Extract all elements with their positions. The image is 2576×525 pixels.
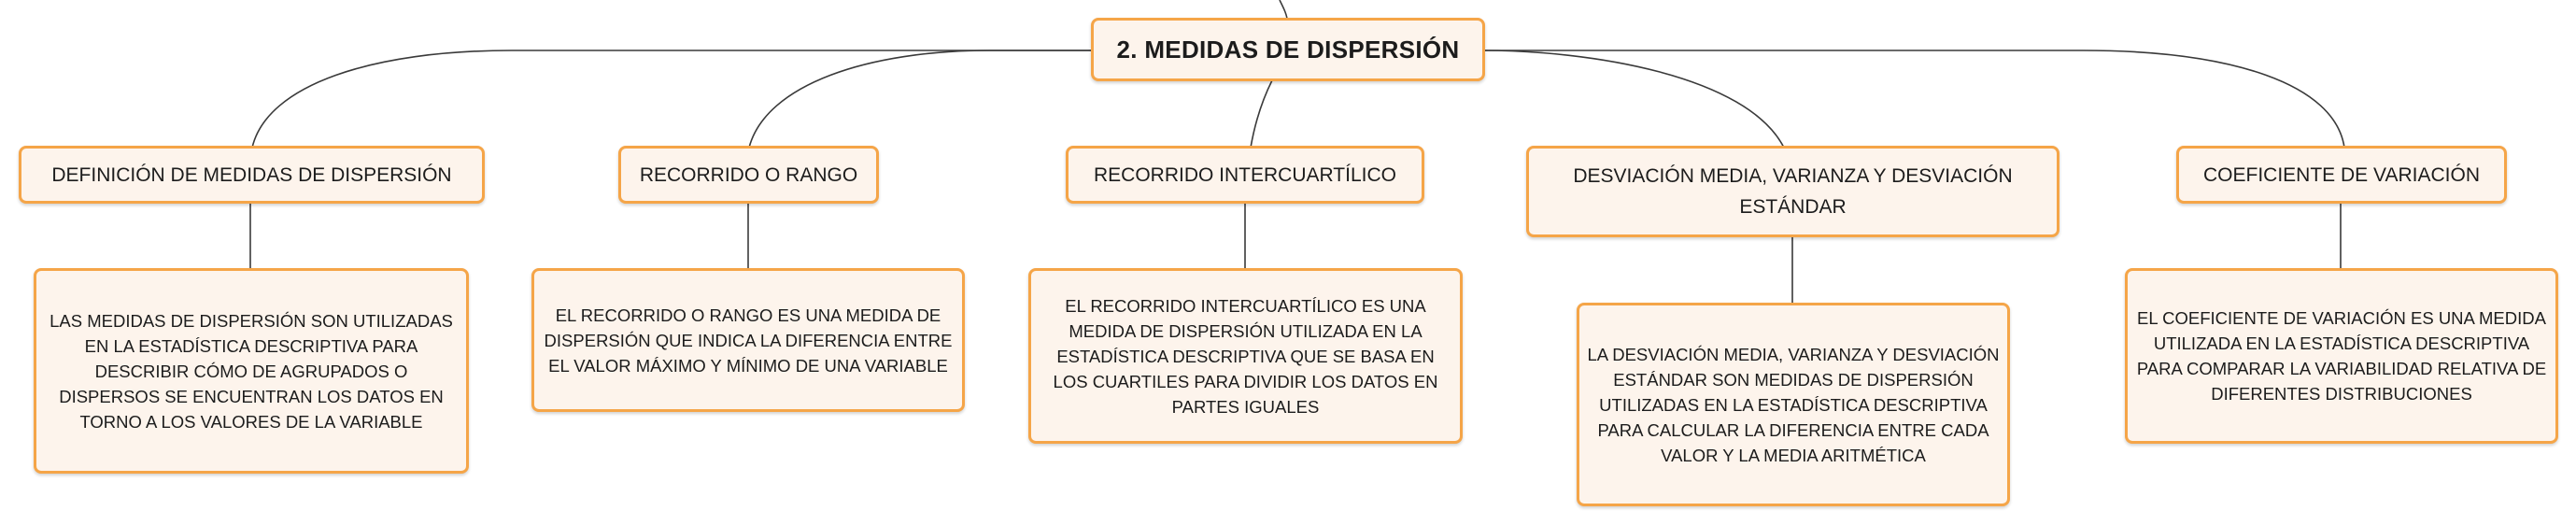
root-connector-topic-1 [251, 50, 1095, 149]
topic-node-coeficiente[interactable]: COEFICIENTE DE VARIACIÓN [2176, 146, 2507, 204]
root-node[interactable]: 2. MEDIDAS DE DISPERSIÓN [1091, 18, 1485, 81]
topic-label: RECORRIDO O RANGO [639, 163, 858, 186]
topic-label: DEFINICIÓN DE MEDIDAS DE DISPERSIÓN [51, 163, 452, 186]
topic-node-recorrido[interactable]: RECORRIDO O RANGO [618, 146, 879, 204]
detail-text: EL COEFICIENTE DE VARIACIÓN ES UNA MEDID… [2136, 308, 2547, 404]
root-label: 2. MEDIDAS DE DISPERSIÓN [1116, 35, 1460, 64]
detail-node-coeficiente[interactable]: EL COEFICIENTE DE VARIACIÓN ES UNA MEDID… [2125, 268, 2558, 444]
detail-node-desviacion[interactable]: LA DESVIACIÓN MEDIA, VARIANZA Y DESVIACI… [1577, 303, 2010, 506]
detail-node-recorrido[interactable]: EL RECORRIDO O RANGO ES UNA MEDIDA DE DI… [531, 268, 965, 412]
detail-text: LA DESVIACIÓN MEDIA, VARIANZA Y DESVIACI… [1587, 344, 2000, 465]
detail-node-definicion[interactable]: LAS MEDIDAS DE DISPERSIÓN SON UTILIZADAS… [34, 268, 469, 474]
detail-text: EL RECORRIDO INTERCUARTÍLICO ES UNA MEDI… [1053, 295, 1438, 417]
root-connector-topic-5 [1483, 50, 2345, 149]
topic-label: RECORRIDO INTERCUARTÍLICO [1094, 163, 1396, 186]
root-connector-topic-2 [748, 50, 1095, 149]
topic-node-intercuartilico[interactable]: RECORRIDO INTERCUARTÍLICO [1066, 146, 1424, 204]
topic-node-definicion[interactable]: DEFINICIÓN DE MEDIDAS DE DISPERSIÓN [19, 146, 485, 204]
topic-label: DESVIACIÓN MEDIA, VARIANZA Y DESVIACIÓN … [1573, 165, 2013, 218]
detail-text: LAS MEDIDAS DE DISPERSIÓN SON UTILIZADAS… [50, 310, 453, 432]
detail-text: EL RECORRIDO O RANGO ES UNA MEDIDA DE DI… [544, 305, 953, 376]
parent-connector [1279, 0, 1288, 20]
detail-node-intercuartilico[interactable]: EL RECORRIDO INTERCUARTÍLICO ES UNA MEDI… [1028, 268, 1463, 444]
topic-label: COEFICIENTE DE VARIACIÓN [2203, 163, 2480, 186]
topic-node-desviacion[interactable]: DESVIACIÓN MEDIA, VARIANZA Y DESVIACIÓN … [1526, 146, 2059, 237]
root-connector-topic-3 [1250, 79, 1273, 149]
root-connector-topic-4 [1482, 50, 1785, 149]
